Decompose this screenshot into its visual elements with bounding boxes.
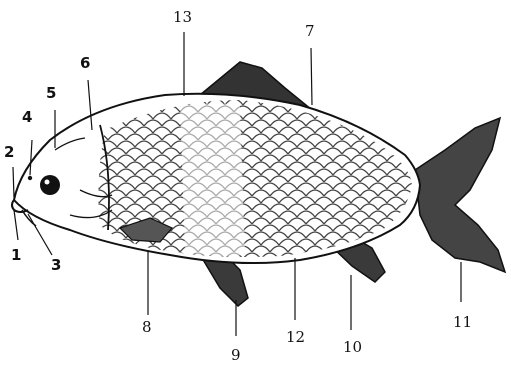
label-3: 3 — [51, 258, 61, 273]
label-11: 11 — [453, 315, 472, 330]
label-4: 4 — [22, 110, 32, 125]
label-1: 1 — [11, 248, 21, 263]
nostril — [28, 176, 32, 180]
label-7: 7 — [305, 24, 315, 39]
label-12: 12 — [286, 330, 305, 345]
label-5: 5 — [46, 86, 56, 101]
eye — [40, 175, 60, 195]
caudal-fin — [415, 118, 505, 272]
label-10: 10 — [343, 340, 362, 355]
label-9: 9 — [231, 348, 241, 363]
label-8: 8 — [142, 320, 152, 335]
label-2: 2 — [4, 145, 14, 160]
label-6: 6 — [80, 56, 90, 71]
label-13: 13 — [173, 10, 192, 25]
